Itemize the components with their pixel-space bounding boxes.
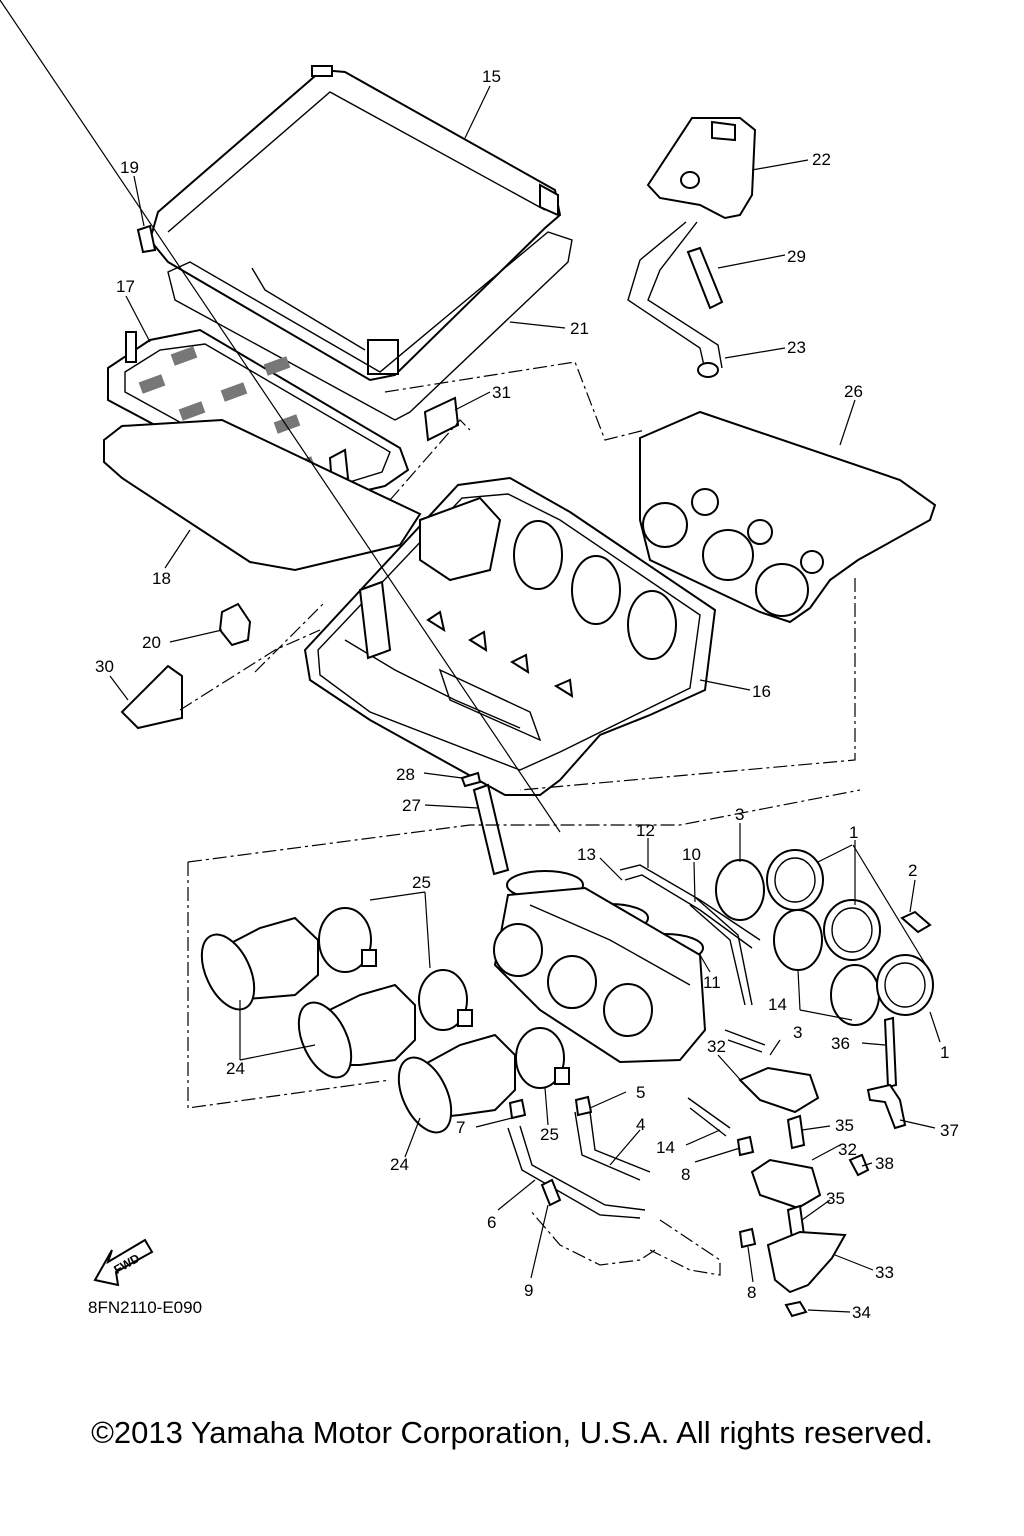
stay — [866, 1083, 907, 1130]
callout: 32 — [707, 1037, 726, 1056]
hose-clamp — [736, 1135, 755, 1157]
long-bolt — [883, 1016, 898, 1089]
hose — [687, 1097, 731, 1137]
callout: 12 — [636, 821, 655, 840]
callout: 36 — [831, 1034, 850, 1053]
leader-lines — [0, 0, 941, 1313]
intake-duct — [639, 410, 937, 624]
funnel-clamps — [318, 907, 570, 1089]
drain-hose-end — [697, 362, 719, 378]
callouts: 1 1 2 3 3 4 5 6 7 8 8 9 10 11 12 13 14 1… — [95, 67, 959, 1322]
callout: 2 — [908, 861, 917, 880]
callout: 15 — [482, 67, 501, 86]
callout: 28 — [396, 765, 415, 784]
callout: 10 — [682, 845, 701, 864]
foam-piece — [120, 664, 183, 730]
callout: 37 — [940, 1121, 959, 1140]
callout: 33 — [875, 1263, 894, 1282]
callout: 11 — [703, 973, 721, 992]
flange-nut — [784, 1300, 808, 1318]
clip — [136, 224, 157, 254]
callout: 6 — [487, 1213, 496, 1232]
callout: 20 — [142, 633, 161, 652]
intake-funnels — [200, 916, 516, 1134]
callout: 5 — [636, 1083, 645, 1102]
hose-clip — [460, 771, 482, 788]
flange-bolt — [848, 1153, 870, 1177]
air-filter-case — [303, 476, 717, 796]
callout: 13 — [577, 845, 596, 864]
callout: 9 — [524, 1281, 533, 1300]
hose-clamp — [574, 1095, 593, 1117]
callout: 19 — [120, 158, 139, 177]
callout: 3 — [735, 805, 744, 824]
hose — [619, 864, 761, 949]
holder — [540, 1178, 562, 1207]
callout: 38 — [875, 1154, 894, 1173]
callout: 7 — [456, 1118, 465, 1137]
callout: 17 — [116, 277, 135, 296]
copyright-notice: ©2013 Yamaha Motor Corporation, U.S.A. A… — [91, 1415, 933, 1450]
callout: 29 — [787, 247, 806, 266]
callout: 1 — [849, 823, 858, 842]
callout: 24 — [390, 1155, 409, 1174]
callout: 25 — [540, 1125, 559, 1144]
callout: 32 — [838, 1140, 857, 1159]
callout: 21 — [570, 319, 589, 338]
pair-valves — [738, 1066, 822, 1210]
hose — [689, 897, 753, 1006]
assembly-lines — [179, 361, 861, 1276]
sub-tank — [646, 117, 757, 220]
callout: 35 — [826, 1189, 845, 1208]
intake-joints — [766, 849, 934, 1016]
breather-hose — [686, 246, 724, 310]
valve-bracket — [766, 1230, 847, 1294]
callout: 8 — [681, 1165, 690, 1184]
callout: 18 — [152, 569, 171, 588]
callout: 30 — [95, 657, 114, 676]
hose — [724, 1029, 766, 1053]
callout: 8 — [747, 1283, 756, 1302]
callout: 35 — [835, 1116, 854, 1135]
short-hose — [786, 1114, 806, 1150]
callout: 1 — [940, 1043, 949, 1062]
air-filter-element — [107, 328, 410, 502]
callout: 4 — [636, 1115, 645, 1134]
air-filter-cover — [148, 65, 562, 382]
callout: 3 — [793, 1023, 802, 1042]
fwd-arrow: FWD — [93, 1238, 154, 1287]
callout: 25 — [412, 873, 431, 892]
block-piece — [218, 602, 252, 647]
callout: 27 — [402, 796, 421, 815]
callout: 31 — [492, 383, 511, 402]
callout: 14 — [656, 1138, 675, 1157]
figure-code: 8FN2110-E090 — [88, 1298, 203, 1317]
callout: 26 — [844, 382, 863, 401]
callout: 16 — [752, 682, 771, 701]
hose — [574, 1111, 651, 1181]
throttle-bodies — [493, 870, 707, 1064]
hose-clamp — [738, 1227, 757, 1249]
drain-hose — [627, 221, 723, 371]
filter-pad — [103, 418, 422, 572]
callout: 14 — [768, 995, 787, 1014]
callout: 34 — [852, 1303, 871, 1322]
callout: 22 — [812, 150, 831, 169]
callout: 23 — [787, 338, 806, 357]
screw — [900, 910, 932, 934]
joint-clamps — [715, 859, 880, 1026]
case-drain-hose — [472, 783, 510, 876]
seal-piece — [423, 396, 460, 442]
hose — [507, 1125, 646, 1219]
callout: 24 — [226, 1059, 245, 1078]
hose-clamp — [508, 1098, 527, 1120]
